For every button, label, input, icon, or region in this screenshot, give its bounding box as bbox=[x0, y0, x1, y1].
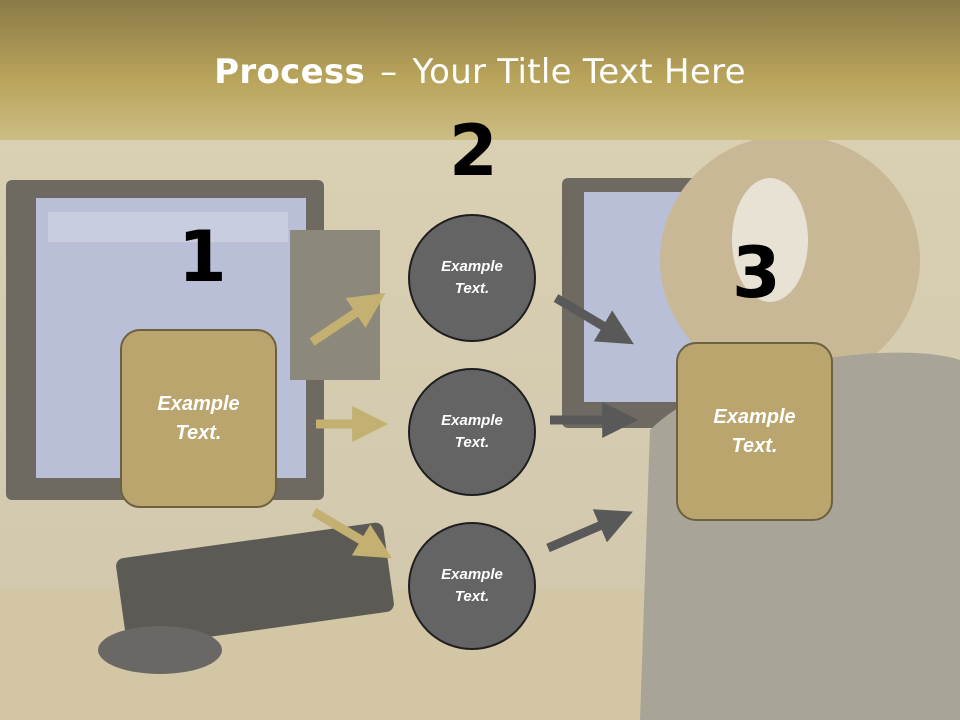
step-1-text: Example Text. bbox=[157, 392, 240, 444]
circle-top-text: Example Text. bbox=[441, 257, 503, 298]
title-rest: Your Title Text Here bbox=[412, 52, 746, 92]
circle-middle-text: Example Text. bbox=[441, 411, 503, 452]
step-3-text: Example Text. bbox=[713, 405, 796, 457]
step-number-3: 3 bbox=[732, 232, 781, 314]
title-bold: Process bbox=[214, 52, 366, 92]
step-2-circle-middle: Example Text. bbox=[408, 368, 536, 496]
title-dash: – bbox=[380, 52, 398, 92]
step-3-box: Example Text. bbox=[676, 342, 833, 521]
arrow-1-to-top bbox=[309, 293, 386, 346]
step-1-box: Example Text. bbox=[120, 329, 277, 508]
step-number-2: 2 bbox=[449, 110, 498, 192]
arrow-1-to-bottom bbox=[311, 508, 392, 559]
step-2-circle-top: Example Text. bbox=[408, 214, 536, 342]
step-number-1: 1 bbox=[178, 216, 227, 298]
arrow-top-to-3 bbox=[553, 294, 634, 345]
arrow-bottom-to-3 bbox=[546, 509, 633, 553]
circle-bottom-text: Example Text. bbox=[441, 565, 503, 606]
slide-title: Process – Your Title Text Here bbox=[0, 52, 960, 92]
step-2-circle-bottom: Example Text. bbox=[408, 522, 536, 650]
